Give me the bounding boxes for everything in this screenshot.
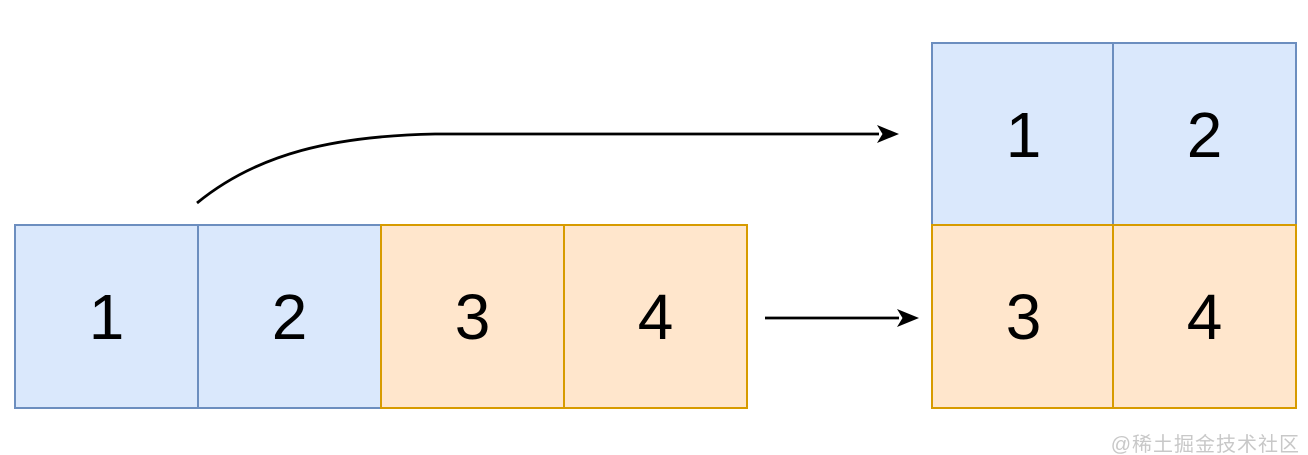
source-cell-4: 4 xyxy=(563,224,748,409)
source-cell-2: 2 xyxy=(197,224,382,409)
target-cell-3: 3 xyxy=(931,224,1116,409)
watermark: @稀土掘金技术社区 xyxy=(1110,434,1300,455)
target-cell-4: 4 xyxy=(1112,224,1297,409)
target-cell-2: 2 xyxy=(1112,42,1297,227)
straight-arrow xyxy=(765,309,919,327)
source-cell-3: 3 xyxy=(380,224,565,409)
source-cell-1: 1 xyxy=(14,224,199,409)
curved-arrow xyxy=(196,125,899,205)
target-cell-1: 1 xyxy=(931,42,1116,227)
